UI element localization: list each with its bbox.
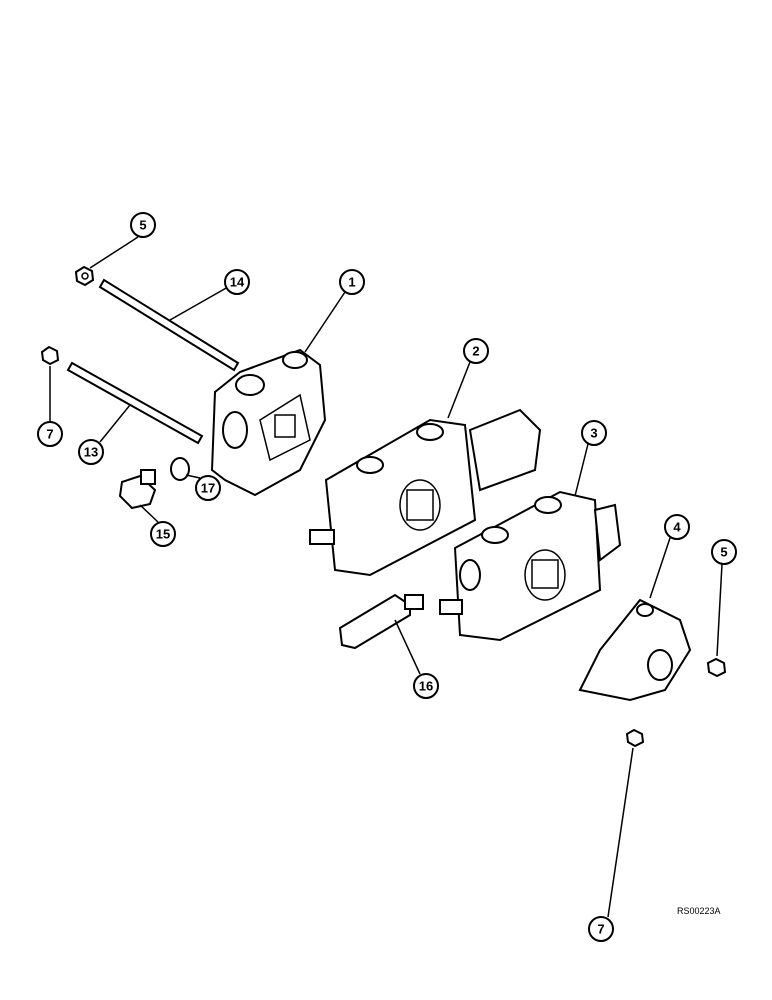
callout-1: 1 — [339, 269, 365, 295]
o-ring-part-17 — [170, 457, 190, 481]
valve-section-part-3 — [439, 490, 622, 642]
svg-text:1: 1 — [348, 275, 355, 290]
svg-text:15: 15 — [156, 527, 170, 542]
callout-2: 2 — [463, 338, 489, 364]
nut-part-5-right — [706, 657, 727, 678]
nut-part-5 — [74, 265, 95, 287]
valve-inlet-section-part-1 — [210, 348, 327, 497]
nut-part-7 — [40, 345, 60, 366]
end-cover-part-4 — [578, 598, 692, 702]
svg-text:13: 13 — [84, 445, 98, 460]
drawing-code: RS00223A — [677, 906, 721, 916]
svg-text:4: 4 — [673, 520, 681, 535]
callout-16: 16 — [413, 673, 439, 699]
svg-text:17: 17 — [201, 481, 215, 496]
callout-5: 5 — [130, 212, 156, 238]
callout-7-bottom: 7 — [588, 916, 614, 942]
callout-17: 17 — [195, 475, 221, 501]
svg-text:5: 5 — [720, 545, 727, 560]
nut-part-7-bottom — [625, 728, 645, 748]
svg-text:16: 16 — [419, 679, 433, 694]
stud-part-13 — [66, 361, 204, 445]
svg-text:3: 3 — [590, 426, 597, 441]
callout-15: 15 — [150, 521, 176, 547]
relief-valve-part-16 — [338, 593, 424, 650]
callout-4: 4 — [664, 514, 690, 540]
callout-5-right: 5 — [711, 539, 737, 565]
svg-text:14: 14 — [230, 275, 245, 290]
leader-lines — [49, 236, 723, 918]
callout-7: 7 — [37, 421, 63, 447]
svg-text:7: 7 — [46, 427, 53, 442]
callout-14: 14 — [224, 269, 250, 295]
svg-text:7: 7 — [597, 922, 604, 937]
callout-3: 3 — [581, 420, 607, 446]
svg-text:2: 2 — [472, 344, 479, 359]
stud-part-14 — [98, 278, 240, 372]
svg-text:5: 5 — [139, 218, 146, 233]
plug-part-15 — [118, 469, 157, 510]
valve-section-part-2 — [309, 408, 542, 577]
callout-13: 13 — [78, 439, 104, 465]
